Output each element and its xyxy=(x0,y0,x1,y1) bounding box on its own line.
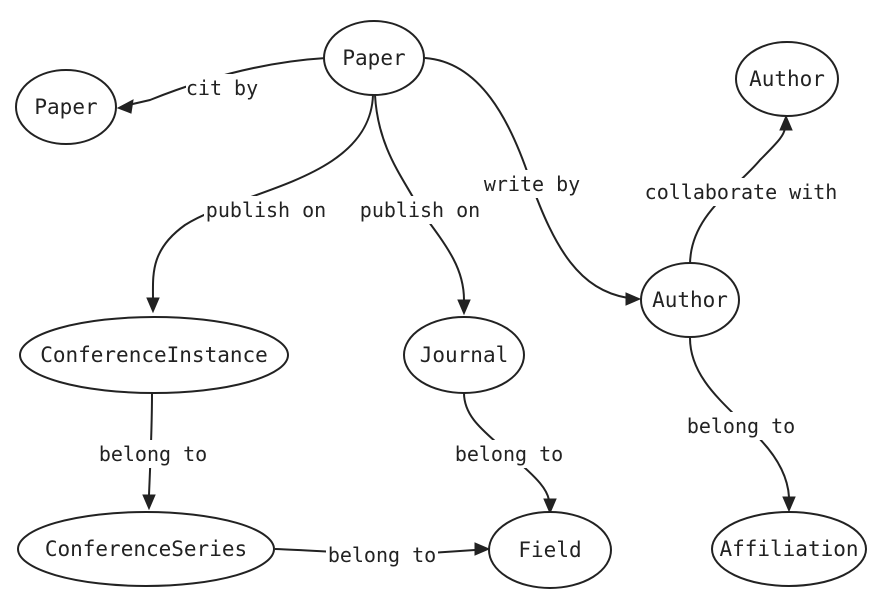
node-paper-center[interactable]: Paper xyxy=(323,20,425,96)
edge-label-publish-on-conference: publish on xyxy=(204,196,328,224)
node-author-main-label: Author xyxy=(652,288,728,312)
node-conference-instance-shape xyxy=(19,316,289,394)
node-affiliation-shape xyxy=(711,511,867,587)
node-author-top[interactable]: Author xyxy=(735,41,839,117)
node-field-label: Field xyxy=(518,538,581,562)
node-journal-shape xyxy=(403,316,525,394)
edge-publish-on-journal-arrowhead xyxy=(457,299,471,316)
edge-collaborate-with-line xyxy=(689,127,786,266)
node-affiliation[interactable]: Affiliation xyxy=(711,511,867,587)
edge-label-author-belong-to-text: belong to xyxy=(687,414,795,438)
node-field-shape xyxy=(488,511,612,589)
node-field[interactable]: Field xyxy=(488,511,612,589)
node-conference-instance-label: ConferenceInstance xyxy=(40,343,268,367)
edge-publish-on-conference-arrowhead xyxy=(146,297,160,314)
edge-label-write-by: write by xyxy=(482,170,582,198)
edge-label-publish-on-journal: publish on xyxy=(358,196,482,224)
edge-label-cit-by: cit by xyxy=(186,74,258,102)
node-paper-left-label: Paper xyxy=(34,95,97,119)
edge-label-series-belong-to: belong to xyxy=(326,541,438,569)
node-conference-series-shape xyxy=(17,511,275,587)
edge-conference-belong-to-arrowhead xyxy=(142,494,156,511)
node-paper-left-shape xyxy=(15,69,117,145)
edge-label-conference-belong-to: belong to xyxy=(96,440,210,468)
node-paper-left[interactable]: Paper xyxy=(15,69,117,145)
node-author-main[interactable]: Author xyxy=(640,262,740,338)
edge-write-by-arrowhead xyxy=(625,292,642,306)
edge-label-cit-by-text: cit by xyxy=(186,76,258,100)
edge-series-belong-to-arrowhead xyxy=(474,542,491,556)
edge-collaborate-with-arrowhead xyxy=(779,114,793,131)
edge-label-collaborate-with: collaborate with xyxy=(645,178,838,206)
edge-label-publish-on-journal-text: publish on xyxy=(360,198,480,222)
node-journal[interactable]: Journal xyxy=(403,316,525,394)
edge-author-belong-to-arrowhead xyxy=(782,496,796,513)
node-author-top-label: Author xyxy=(749,67,825,91)
edge-label-series-belong-to-text: belong to xyxy=(328,543,436,567)
node-affiliation-label: Affiliation xyxy=(719,537,858,561)
edge-cit-by-arrowhead xyxy=(116,99,134,114)
node-author-main-shape xyxy=(640,262,740,338)
edge-label-author-belong-to: belong to xyxy=(684,412,798,440)
edge-label-conference-belong-to-text: belong to xyxy=(99,442,207,466)
edge-label-publish-on-conference-text: publish on xyxy=(206,198,326,222)
node-author-top-shape xyxy=(735,41,839,117)
edge-label-journal-belong-to: belong to xyxy=(452,440,566,468)
edge-label-write-by-text: write by xyxy=(484,172,580,196)
edge-collaborate-with xyxy=(689,114,793,266)
node-paper-center-shape xyxy=(323,20,425,96)
edge-label-collaborate-with-text: collaborate with xyxy=(645,180,838,204)
node-conference-instance[interactable]: ConferenceInstance xyxy=(19,316,289,394)
node-journal-label: Journal xyxy=(420,343,509,367)
edge-label-journal-belong-to-text: belong to xyxy=(455,442,563,466)
edge-journal-belong-to-arrowhead xyxy=(543,498,557,515)
node-conference-series[interactable]: ConferenceSeries xyxy=(17,511,275,587)
node-paper-center-label: Paper xyxy=(342,46,405,70)
node-conference-series-label: ConferenceSeries xyxy=(45,537,247,561)
